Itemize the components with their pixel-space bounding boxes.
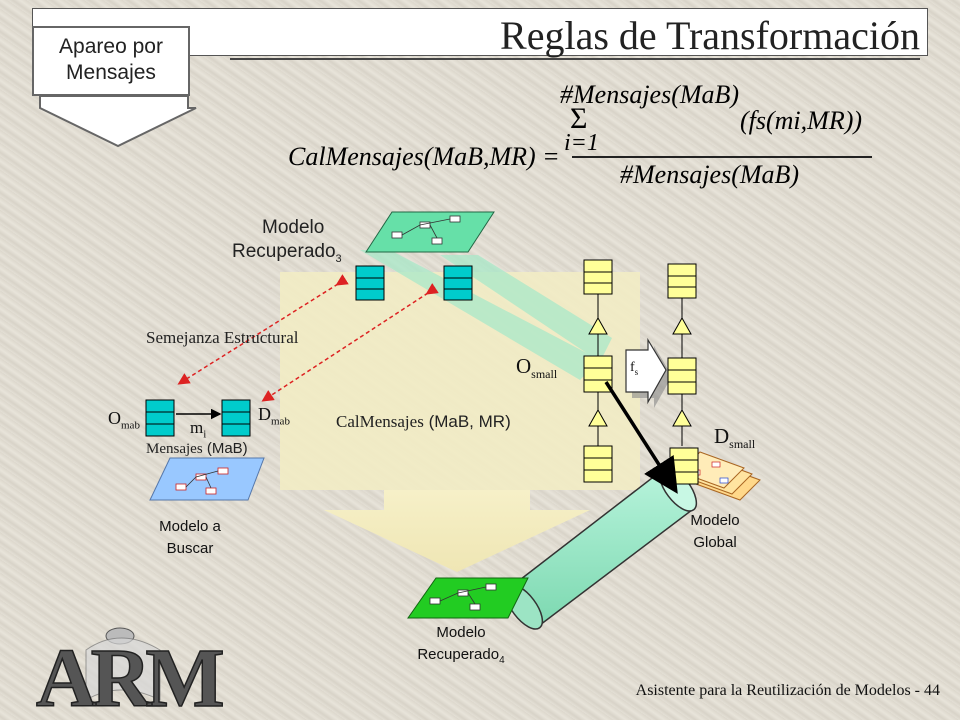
label-modelo-recuperado-4-line1: Modelo [436, 624, 486, 641]
class-box-recuperado-right [443, 265, 473, 301]
label-modelo-global-line1: Modelo [690, 512, 740, 529]
slide-title: Reglas de Transformación [500, 13, 920, 58]
label-modelo-a-buscar: Modelo a Buscar [130, 516, 250, 560]
label-mensajes-arg: (MaB) [206, 440, 248, 457]
label-modelo-recuperado-3: Modelo Recuperado3 [232, 216, 342, 271]
formula-sum-lower: i=1 [564, 130, 599, 156]
section-badge: Apareo por Mensajes [32, 26, 190, 96]
arm-logo-text: ARM [36, 632, 222, 720]
label-calmensajes: CalMensajes (MaB, MR) [336, 412, 511, 432]
mapping-arrow-black [604, 381, 678, 494]
semejanza-arrow-right [261, 283, 439, 402]
footer-text: Asistente para la Reutilización de Model… [635, 682, 940, 699]
badge-down-arrow [39, 95, 197, 148]
label-modelo-recuperado-4: Modelo Recuperado4 [396, 622, 526, 672]
formula-sigma: Σ [570, 102, 588, 135]
class-box-o-mab [145, 399, 175, 437]
label-d-small-sub: small [729, 437, 756, 452]
column-d-small [667, 263, 697, 446]
label-modelo-recuperado-3-sub: 3 [335, 252, 342, 265]
modelo-recuperado-4-card [407, 577, 529, 619]
label-calmensajes-arg: (MaB, MR) [428, 412, 511, 431]
label-fs: fs [630, 360, 638, 377]
label-d-mab-main: D [258, 404, 271, 424]
formula-lhs: CalMensajes(MaB,MR) = [288, 142, 560, 171]
label-modelo-recuperado-3-line1: Modelo [262, 217, 325, 238]
label-modelo-recuperado-4-sub: 4 [499, 655, 505, 666]
class-box-d-mab [221, 399, 251, 437]
modelo-recuperado-3-card [365, 211, 495, 253]
label-mensajes-mab: Mensajes (MaB) [146, 440, 248, 458]
formula-fraction-bar [572, 156, 872, 158]
formula: #Mensajes(MaB) Σ i=1 (fs(mi,MR)) CalMens… [280, 80, 880, 190]
label-modelo-global: Modelo Global [660, 510, 770, 554]
title-underline [230, 58, 920, 60]
label-modelo-recuperado-4-line2: Recuperado [417, 646, 500, 663]
label-mi-sub: i [203, 428, 207, 441]
label-modelo-recuperado-3-line2: Recuperado [232, 241, 336, 262]
label-o-mab: Omab [108, 408, 140, 432]
mapping-band-left [360, 250, 600, 380]
label-mi: mi [190, 418, 206, 440]
column-o-small [583, 259, 613, 483]
formula-sum-upper: #Mensajes(MaB) [560, 80, 740, 109]
label-o-mab-sub: mab [121, 419, 140, 432]
label-mi-main: m [190, 418, 204, 437]
label-fs-main: f [630, 360, 635, 375]
label-calmensajes-word: CalMensajes [336, 412, 424, 431]
label-o-small: Osmall [516, 354, 557, 382]
label-modelo-a-buscar-line1: Modelo a [159, 518, 221, 535]
formula-term: (fs(mi,MR)) [740, 106, 863, 135]
modelo-a-buscar-card [149, 457, 265, 501]
label-o-small-main: O [516, 354, 532, 378]
label-d-mab-sub: mab [271, 415, 290, 428]
badge-line-1: Apareo por [59, 35, 163, 58]
label-d-mab: Dmab [258, 404, 290, 428]
label-o-mab-main: O [108, 408, 121, 428]
label-d-small-main: D [714, 424, 730, 448]
fs-arrow [625, 337, 672, 408]
mapping-band-right [440, 255, 612, 362]
label-semejanza-estructural: Semejanza Estructural [146, 328, 299, 347]
label-fs-sub: s [634, 366, 639, 377]
result-down-arrow [324, 490, 590, 572]
label-d-small: Dsmall [714, 424, 755, 452]
badge-line-2: Mensajes [66, 61, 156, 84]
label-modelo-a-buscar-line2: Buscar [166, 540, 214, 557]
label-mensajes-word: Mensajes [146, 441, 203, 457]
label-modelo-global-line2: Global [693, 534, 737, 551]
label-o-small-sub: small [531, 367, 558, 382]
formula-denominator: #Mensajes(MaB) [620, 160, 800, 189]
